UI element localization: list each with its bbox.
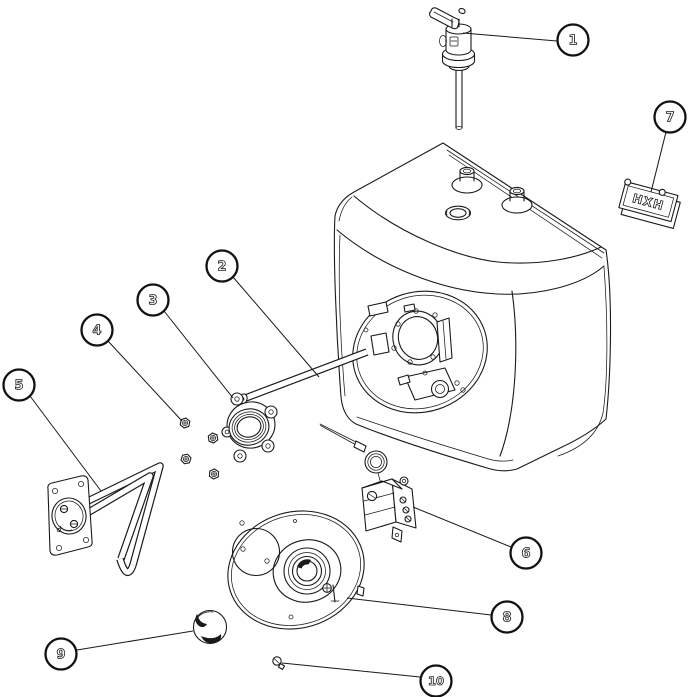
probe-sleeve <box>353 440 367 453</box>
recess-tab-top <box>403 303 416 313</box>
leader-line-5 <box>29 395 102 492</box>
tank-top-face-edge <box>353 195 602 264</box>
thermostat-body <box>361 476 417 543</box>
callout-7-number: 7 <box>665 111 674 126</box>
leader-line-6 <box>412 506 512 548</box>
leader-line-4 <box>107 340 183 422</box>
tank-top-fitting-left <box>451 166 483 194</box>
leader-line-8 <box>346 597 492 616</box>
callout-2-number: 2 <box>217 260 226 275</box>
leader-line-9 <box>76 630 194 651</box>
tank-right-inner-line <box>602 266 608 414</box>
callout-1-number: 1 <box>568 34 577 49</box>
heating-element-part <box>47 462 164 576</box>
tank-top-threaded-port <box>444 205 472 221</box>
recess-bracket-top-left <box>367 301 389 317</box>
valve-lever <box>428 7 466 30</box>
callout-5-number: 5 <box>14 379 23 394</box>
callout-10-number: 10 <box>428 674 444 688</box>
tank-front-right-edge <box>499 290 517 457</box>
cover-plate-part <box>227 510 365 630</box>
cover-edge-tab <box>356 585 365 597</box>
callout-10: 10 <box>419 664 453 697</box>
gasket-ears <box>221 392 278 463</box>
callout-3-number: 3 <box>148 294 157 309</box>
cover-access-disc <box>231 527 281 577</box>
cover-knob-boss <box>272 539 342 603</box>
callout-8: 8 <box>490 600 524 634</box>
knob-part <box>192 609 228 645</box>
leader-line-2 <box>232 276 320 378</box>
tank-top-fitting-right <box>501 186 533 214</box>
leader-line-10 <box>281 662 421 678</box>
cover-reset-toggle <box>322 583 340 603</box>
leader-lines <box>29 32 667 678</box>
callout-2: 2 <box>205 249 239 283</box>
thermostat-part <box>319 423 417 543</box>
leader-line-7 <box>650 131 667 193</box>
callout-1: 1 <box>556 23 590 57</box>
element-flange <box>47 475 93 556</box>
gasket-part <box>221 392 278 463</box>
leader-line-3 <box>163 310 234 399</box>
tank-bottom-right-inner <box>557 412 604 457</box>
tank-body <box>333 142 612 472</box>
logo-badge-part: HXH <box>618 178 681 229</box>
tank-front-recess <box>352 290 488 414</box>
callout-5: 5 <box>2 368 36 402</box>
tank-bottom-inner-line <box>356 416 514 462</box>
callout-3: 3 <box>136 283 170 317</box>
tank-left-corner-line <box>338 196 353 222</box>
thermostat-tab-bottom <box>391 526 403 543</box>
relief-valve-part <box>428 7 476 130</box>
recess-bottom-mount <box>397 367 466 401</box>
callout-7: 7 <box>653 100 687 134</box>
callout-6: 6 <box>509 536 543 570</box>
hex-nuts-part <box>179 416 220 480</box>
recess-bracket-left <box>370 332 390 356</box>
screw-part <box>272 656 286 671</box>
capillary-coil <box>364 450 388 485</box>
tank-left-inner-line <box>338 234 346 397</box>
callout-4-number: 4 <box>92 324 101 339</box>
leader-line-1 <box>462 32 558 42</box>
callout-8-number: 8 <box>502 611 511 626</box>
callout-9: 9 <box>44 637 78 671</box>
callout-9-number: 9 <box>56 648 65 663</box>
tank-front-band-edge <box>336 229 605 295</box>
callouts: 1 2 3 4 5 6 7 8 <box>2 23 687 697</box>
thermostat-ear-top <box>399 476 409 486</box>
callout-4: 4 <box>80 313 114 347</box>
callout-6-number: 6 <box>521 547 530 562</box>
